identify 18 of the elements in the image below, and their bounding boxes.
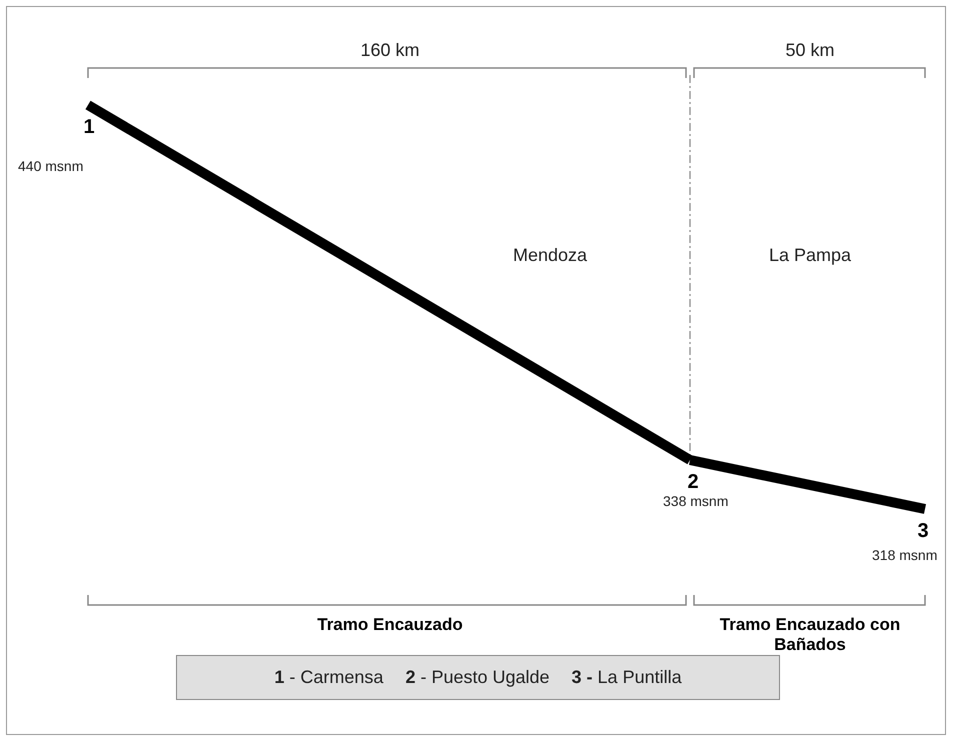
key-entry: 3 - La Puntilla — [572, 667, 682, 688]
elevation-label: 318 msnm — [872, 547, 938, 563]
profile-line — [688, 455, 926, 514]
profile-line — [85, 100, 693, 464]
point-number: 1 — [83, 116, 95, 139]
key-entry: 1 - Carmensa — [274, 667, 384, 688]
point-number: 2 — [687, 471, 699, 494]
region-label: Mendoza — [512, 245, 588, 265]
key-entry: 2 - Puesto Ugalde — [405, 667, 550, 688]
elevation-label: 440 msnm — [18, 158, 84, 174]
region-label: La Pampa — [768, 245, 852, 265]
point-number: 3 — [917, 520, 929, 543]
distance-label: 50 km — [785, 40, 835, 60]
distance-label: 160 km — [360, 40, 420, 60]
elevation-label: 338 msnm — [663, 493, 728, 509]
section-label: Tramo Encauzado — [317, 615, 463, 634]
section-label: Tramo Encauzado con Bañados — [720, 615, 900, 654]
key-box — [176, 655, 780, 700]
